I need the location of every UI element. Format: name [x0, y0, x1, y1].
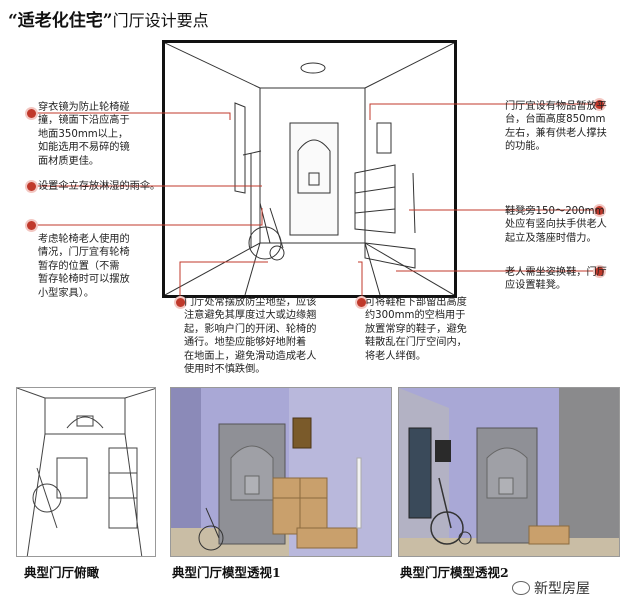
note-floor-mat: 门厅处常摆放防尘地垫，应该 注意避免其厚度过大或边缘翘 起，影响户门的开闭、轮椅… — [184, 296, 344, 376]
note-mirror: 穿衣镜为防止轮椅碰 撞，镜面下沿应高于 地面350mm以上， 如能选用不易碎的镜… — [38, 101, 168, 168]
note-grab-bar: 鞋凳旁150～200mm 处应有竖向扶手供老人 起立及落座时借力。 — [505, 205, 637, 245]
title-quoted: “适老化住宅” — [8, 11, 113, 31]
marker-dot-mirror — [27, 109, 36, 118]
model-view-1-render — [171, 388, 391, 556]
note-line: 起立及落座时借力。 — [505, 232, 597, 244]
panel-model-view-1 — [170, 387, 392, 557]
note-line: 注意避免其厚度过大或边缘翘 — [184, 310, 317, 322]
note-line: 可将鞋柜下部留出高度 — [365, 297, 467, 308]
note-line: 起，影响户门的开闭、轮椅的 — [184, 323, 317, 335]
note-line: 门厅处常摆放防尘地垫，应该 — [184, 297, 317, 308]
note-line: 情况，门厅宜有轮椅 — [38, 247, 130, 259]
note-line: 的功能。 — [505, 141, 546, 153]
note-line: 面材质更佳。 — [38, 155, 100, 167]
note-platform: 门厅宜设有物品暂放平 台，台面高度850mm 左右，兼有供老人撑扶 的功能。 — [505, 100, 637, 154]
panel-model-view-2 — [398, 387, 620, 557]
note-line: 设置伞立存放淋湿的雨伞。 — [38, 181, 161, 192]
note-line: 如能选用不易碎的镜 — [38, 142, 130, 154]
note-line: 鞋散乱在门厅空间内， — [365, 337, 467, 349]
note-line: 将老人绊倒。 — [365, 350, 427, 362]
note-line: 地面350mm以上， — [38, 128, 129, 140]
brand-watermark: 新型房屋 — [512, 578, 590, 598]
note-line: 穿衣镜为防止轮椅碰 — [38, 102, 130, 113]
marker-dot-grab-bar — [595, 206, 604, 215]
note-line: 通行。地垫应能够好地附着 — [184, 337, 307, 349]
note-line: 在地面上，避免滑动造成老人 — [184, 350, 317, 362]
note-line: 暂存的位置（不需 — [38, 260, 120, 272]
page-title: “适老化住宅”门厅设计要点 — [8, 6, 209, 31]
marker-dot-platform — [595, 100, 604, 109]
marker-dot-shoe-bench — [595, 267, 604, 276]
note-line: 约300mm的空档用于 — [365, 310, 466, 322]
note-line: 放置常穿的鞋子，避免 — [365, 323, 467, 335]
note-shoe-cabinet: 可将鞋柜下部留出高度 约300mm的空档用于 放置常穿的鞋子，避免 鞋散乱在门厅… — [365, 296, 495, 363]
note-line: 考虑轮椅老人使用的 — [38, 234, 130, 245]
caption-model-view-1: 典型门厅模型透视1 — [172, 565, 281, 580]
note-line: 小型家具）。 — [38, 287, 95, 299]
note-line: 鞋凳旁150～200mm — [505, 206, 605, 217]
note-line: 暂存轮椅时可以摆放 — [38, 274, 130, 286]
note-line: 撞，镜面下沿应高于 — [38, 115, 130, 127]
note-line: 老人需坐姿换鞋，门厅 — [505, 267, 607, 278]
marker-dot-umbrella — [27, 182, 36, 191]
note-line: 左右，兼有供老人撑扶 — [505, 127, 607, 139]
note-line: 使用时不慎跌倒。 — [184, 364, 266, 376]
marker-dot-floor-mat — [176, 298, 185, 307]
perspective-sketch — [165, 43, 454, 295]
note-line: 处应有竖向扶手供老人 — [505, 219, 607, 231]
note-umbrella: 设置伞立存放淋湿的雨伞。 — [38, 180, 188, 193]
marker-dot-shoe-cabinet — [357, 298, 366, 307]
title-rest: 门厅设计要点 — [112, 11, 209, 30]
note-line: 应设置鞋凳。 — [505, 280, 567, 292]
wechat-icon — [512, 581, 530, 595]
caption-model-view-2: 典型门厅模型透视2 — [400, 565, 509, 580]
brand-name: 新型房屋 — [534, 581, 590, 597]
note-line: 门厅宜设有物品暂放平 — [505, 101, 607, 112]
model-view-2-render — [399, 388, 619, 556]
note-shoe-bench: 老人需坐姿换鞋，门厅 应设置鞋凳。 — [505, 266, 637, 293]
main-perspective-drawing — [162, 40, 457, 298]
note-wheelchair: 考虑轮椅老人使用的 情况，门厅宜有轮椅 暂存的位置（不需 暂存轮椅时可以摆放 小… — [38, 233, 168, 300]
note-line: 台，台面高度850mm — [505, 114, 606, 126]
panel-plan-view — [16, 387, 156, 557]
marker-dot-wheelchair — [27, 221, 36, 230]
plan-sketch — [17, 388, 155, 556]
caption-plan-view: 典型门厅俯瞰 — [24, 565, 100, 580]
